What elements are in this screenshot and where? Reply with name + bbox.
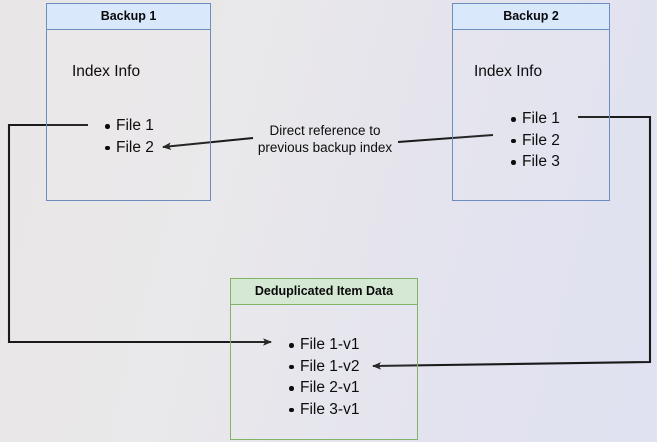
list-item: File 1	[511, 108, 560, 130]
box-dedup-header: Deduplicated Item Data	[231, 279, 417, 305]
backup-2-subtitle: Index Info	[474, 63, 543, 80]
list-item: File 2	[511, 130, 560, 152]
box-deduplicated-item-data[interactable]: Deduplicated Item Data File 1-v1 File 1-…	[230, 278, 418, 440]
list-item: File 2-v1	[288, 377, 359, 399]
dedup-file-list: File 1-v1 File 1-v2 File 2-v1 File 3-v1	[284, 334, 359, 420]
box-backup-2-header: Backup 2	[453, 4, 609, 30]
box-backup-2[interactable]: Backup 2 Index Info File 1 File 2 File 3	[452, 3, 610, 201]
list-item: File 1	[105, 115, 154, 137]
box-backup-1-header: Backup 1	[47, 4, 210, 30]
list-item: File 1-v1	[288, 334, 359, 356]
list-item: File 3-v1	[288, 399, 359, 421]
backup-1-file-list: File 1 File 2	[100, 115, 154, 158]
backup-2-file-list: File 1 File 2 File 3	[506, 108, 560, 173]
backup-1-subtitle: Index Info	[72, 63, 141, 80]
list-item: File 1-v2	[288, 356, 359, 378]
edge-label-direct-reference: Direct reference to previous backup inde…	[257, 123, 393, 155]
list-item: File 2	[105, 137, 154, 159]
list-item: File 3	[511, 151, 560, 173]
box-backup-1[interactable]: Backup 1 Index Info File 1 File 2	[46, 3, 211, 201]
